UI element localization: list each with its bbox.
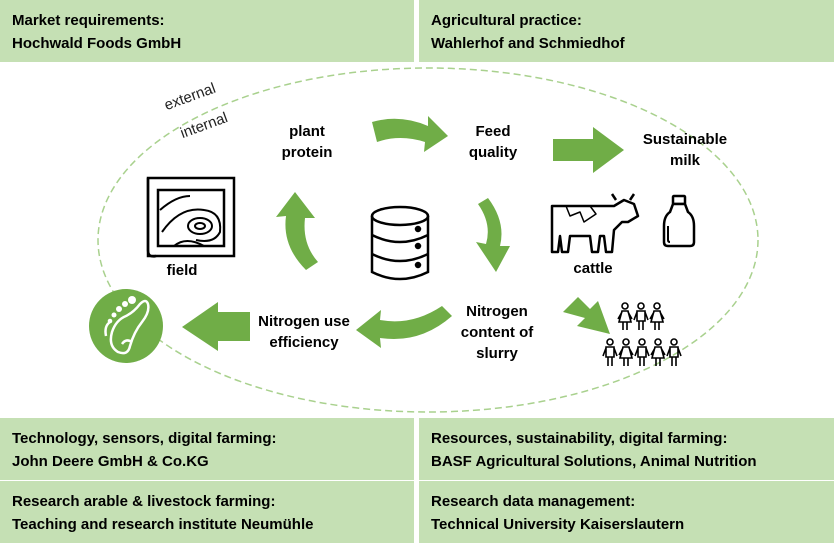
label-line: protein xyxy=(281,144,333,161)
box-resources: Resources, sustainability, digital farmi… xyxy=(419,418,834,480)
label-line: milk xyxy=(669,152,700,169)
arrow-to-footprint xyxy=(182,302,250,351)
person-figure xyxy=(633,302,649,330)
box-subtitle: Technical University Kaiserslautern xyxy=(431,516,685,533)
label-line: content of xyxy=(460,324,534,341)
box-agricultural-practice: Agricultural practice: Wahlerhof and Sch… xyxy=(419,0,834,62)
label-line: efficiency xyxy=(269,334,339,351)
box-subtitle: John Deere GmbH & Co.KG xyxy=(12,453,209,470)
label-sustainable-milk: Sustainable milk xyxy=(632,129,738,171)
box-title: Market requirements: xyxy=(12,12,165,29)
label-line: slurry xyxy=(476,345,518,362)
label-line: plant xyxy=(289,123,325,140)
box-subtitle: Hochwald Foods GmbH xyxy=(12,35,182,52)
label-line: Nitrogen use xyxy=(258,313,350,330)
person-figure xyxy=(618,338,634,366)
arrow-to-people xyxy=(563,297,610,334)
label-field: field xyxy=(166,262,198,279)
arrow-slurry-to-efficiency xyxy=(356,306,452,348)
box-subtitle: Teaching and research institute Neumühle xyxy=(12,516,314,533)
cow-icon xyxy=(550,193,640,254)
label-line: quality xyxy=(468,144,518,161)
box-title: Agricultural practice: xyxy=(431,12,582,29)
person-figure xyxy=(666,338,682,366)
person-figure xyxy=(649,302,665,330)
label-feed-quality: Feed quality xyxy=(462,121,524,163)
arrow-feed-to-slurry xyxy=(476,198,510,272)
label-nitrogen-efficiency: Nitrogen use efficiency xyxy=(252,311,356,353)
label-plant-protein: plant protein xyxy=(270,121,344,163)
label-line: Nitrogen xyxy=(466,303,528,320)
box-title: Technology, sensors, digital farming: xyxy=(12,430,277,447)
milk-bottle-icon xyxy=(662,194,696,248)
arrow-protein-to-feed xyxy=(372,116,448,152)
person-figure xyxy=(650,338,666,366)
field-map-icon xyxy=(146,176,236,258)
database-icon xyxy=(370,205,430,281)
people-icon xyxy=(602,302,682,366)
label-nitrogen-slurry: Nitrogen content of slurry xyxy=(452,301,542,364)
arrow-to-milk xyxy=(553,127,624,173)
box-subtitle: BASF Agricultural Solutions, Animal Nutr… xyxy=(431,453,757,470)
person-figure xyxy=(602,338,618,366)
arrow-efficiency-to-protein xyxy=(276,192,318,270)
box-title: Research data management: xyxy=(431,493,636,510)
box-research-farming: Research arable & livestock farming: Tea… xyxy=(0,481,414,543)
label-line: Sustainable xyxy=(642,131,728,148)
label-line: Feed xyxy=(475,123,511,140)
footprint-icon xyxy=(89,289,163,363)
label-cattle: cattle xyxy=(573,260,613,277)
box-title: Research arable & livestock farming: xyxy=(12,493,276,510)
box-technology: Technology, sensors, digital farming: Jo… xyxy=(0,418,414,480)
system-boundary-ellipse xyxy=(97,67,759,413)
person-figure xyxy=(617,302,633,330)
person-figure xyxy=(634,338,650,366)
box-data-management: Research data management: Technical Univ… xyxy=(419,481,834,543)
box-market-requirements: Market requirements: Hochwald Foods GmbH xyxy=(0,0,414,62)
box-subtitle: Wahlerhof and Schmiedhof xyxy=(431,35,625,52)
box-title: Resources, sustainability, digital farmi… xyxy=(431,430,728,447)
